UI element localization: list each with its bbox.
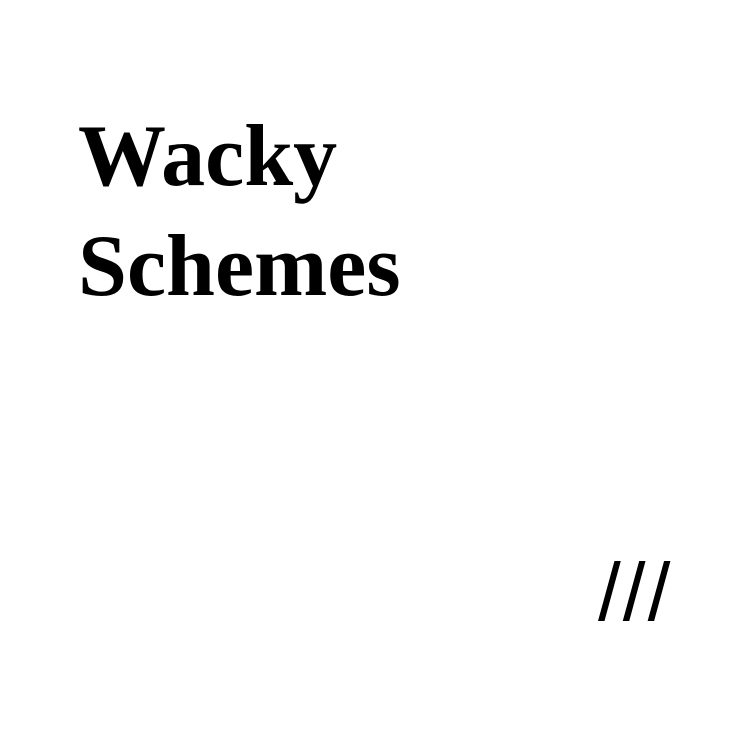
title-line-2: Schemes — [78, 218, 401, 315]
title: Wacky Schemes — [78, 102, 401, 322]
title-line-1: Wacky — [78, 108, 338, 205]
slash-mark: /// — [598, 547, 673, 638]
